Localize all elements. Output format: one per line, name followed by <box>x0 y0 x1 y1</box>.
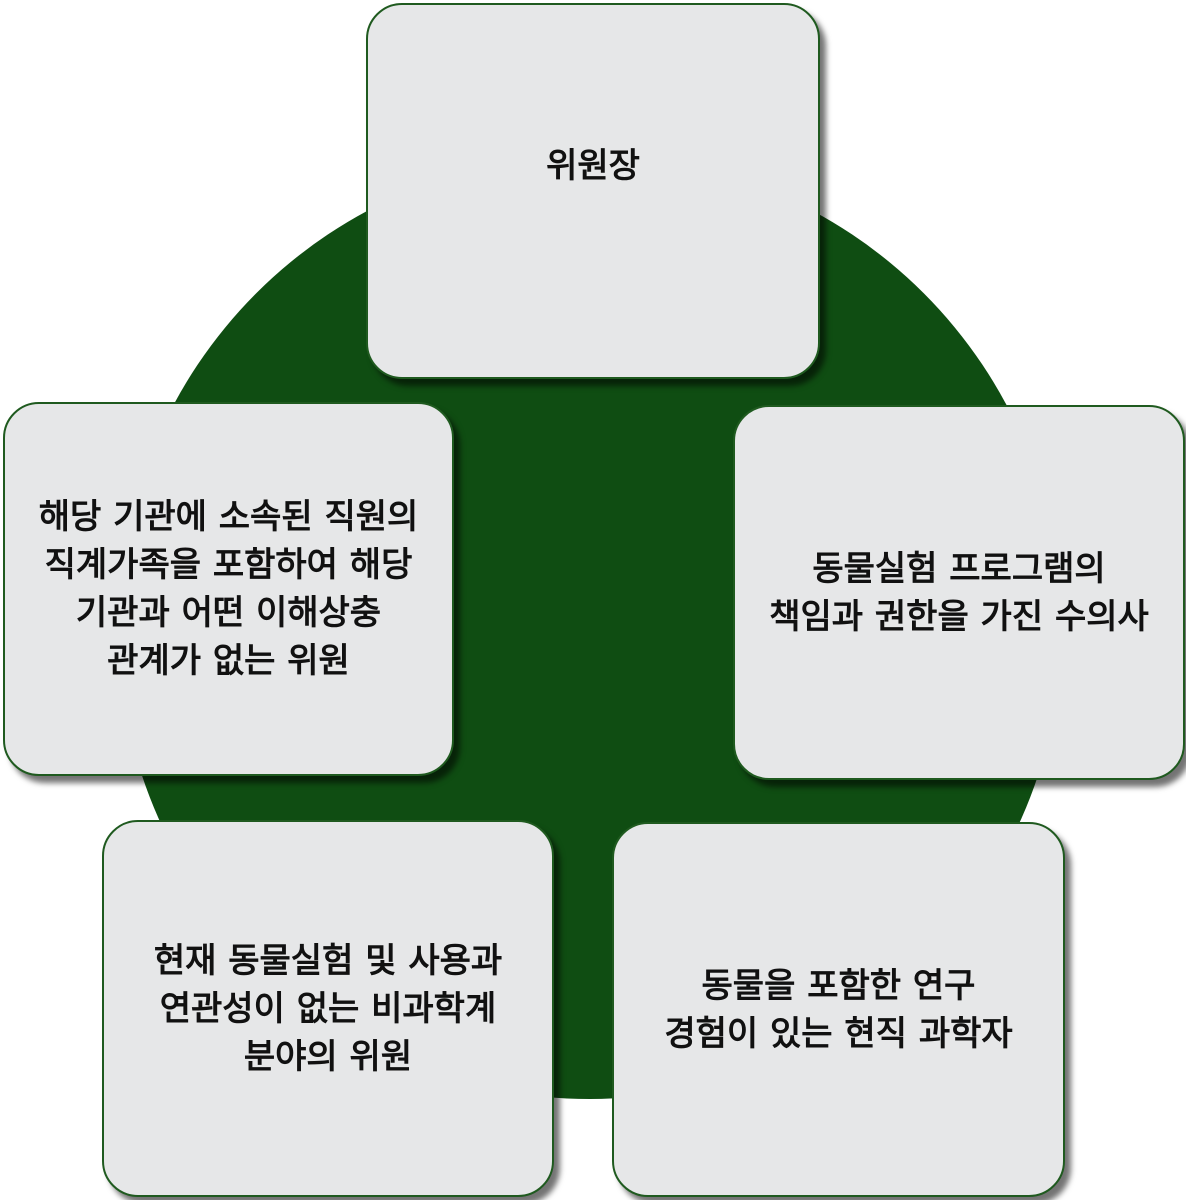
node-veterinarian-label: 동물실험 프로그램의 책임과 권한을 가진 수의사 <box>769 548 1149 637</box>
node-chairperson-label: 위원장 <box>546 146 640 186</box>
node-chairperson: 위원장 <box>366 3 820 379</box>
node-veterinarian: 동물실험 프로그램의 책임과 권한을 가진 수의사 <box>733 405 1185 780</box>
node-non-affiliated-member-label: 해당 기관에 소속된 직원의 직계가족을 포함하여 해당 기관과 어떤 이해상충… <box>38 497 419 681</box>
node-practicing-scientist: 동물을 포함한 연구 경험이 있는 현직 과학자 <box>612 822 1065 1197</box>
node-practicing-scientist-label: 동물을 포함한 연구 경험이 있는 현직 과학자 <box>664 965 1013 1054</box>
node-non-scientific-member: 현재 동물실험 및 사용과 연관성이 없는 비과학계 분야의 위원 <box>102 820 554 1197</box>
node-non-affiliated-member: 해당 기관에 소속된 직원의 직계가족을 포함하여 해당 기관과 어떤 이해상충… <box>3 402 454 776</box>
node-non-scientific-member-label: 현재 동물실험 및 사용과 연관성이 없는 비과학계 분야의 위원 <box>153 940 503 1077</box>
